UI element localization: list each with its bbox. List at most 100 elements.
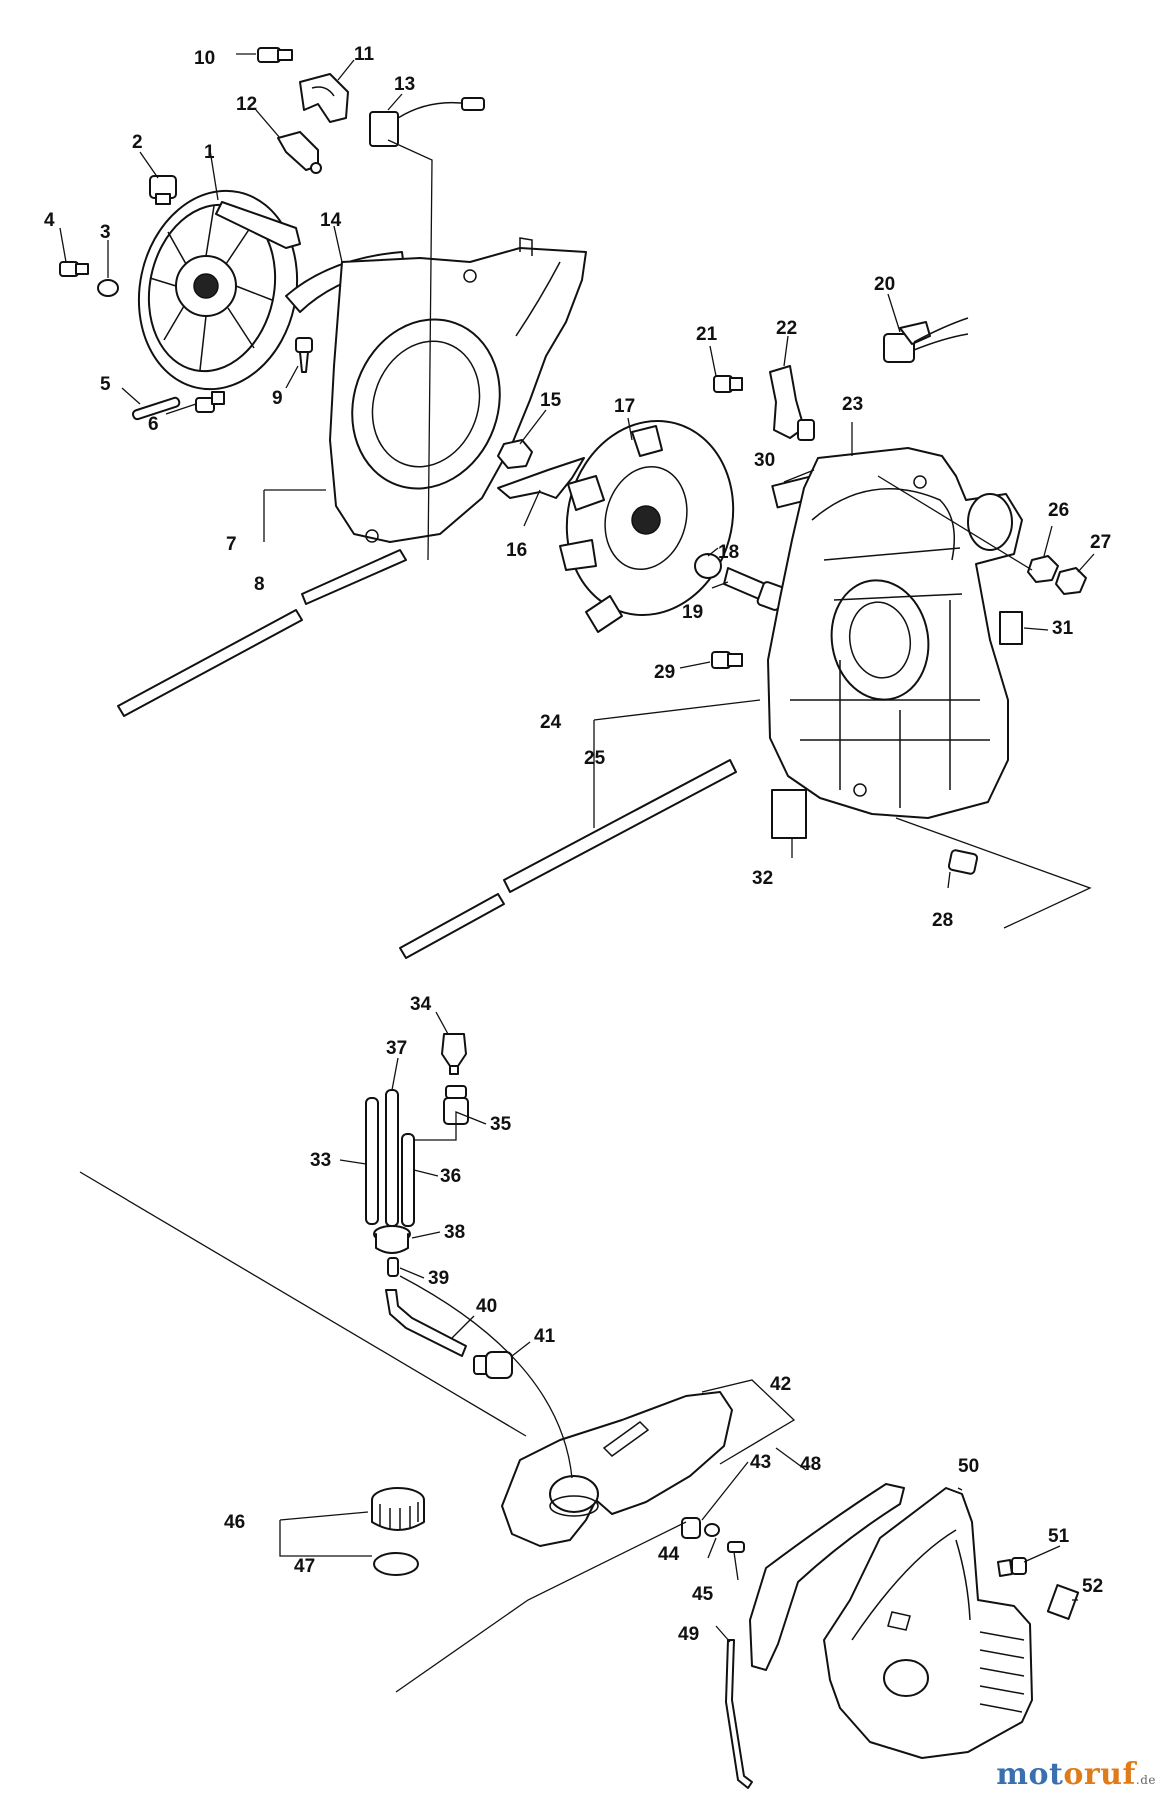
part-46-fuel-cap — [371, 1487, 425, 1531]
callout-18: 18 — [718, 542, 739, 563]
callout-33: 33 — [310, 1150, 331, 1171]
callout-48: 48 — [800, 1454, 821, 1475]
part-28-foot — [947, 849, 979, 875]
callout-39: 39 — [428, 1268, 449, 1289]
part-16-knife — [497, 457, 585, 499]
part-51-screw — [997, 1557, 1027, 1577]
callout-19: 19 — [682, 602, 703, 623]
part-10-bolt — [257, 47, 293, 63]
callout-13: 13 — [394, 74, 415, 95]
part-1-starter-cover — [137, 189, 301, 391]
callout-47: 47 — [294, 1556, 315, 1577]
callout-4: 4 — [44, 210, 55, 231]
watermark-suffix: .de — [1135, 1773, 1156, 1787]
callout-1: 1 — [204, 142, 215, 163]
part-50-handle-assembly — [823, 1487, 1033, 1759]
callout-28: 28 — [932, 910, 953, 931]
callout-7: 7 — [226, 534, 237, 555]
part-26-nut — [1027, 555, 1059, 583]
part-45-screw — [727, 1541, 745, 1553]
callout-16: 16 — [506, 540, 527, 561]
callout-44: 44 — [658, 1544, 680, 1565]
part-24-main-housing — [767, 447, 1023, 819]
part-9-screw — [295, 337, 313, 373]
part-52-label — [1046, 1584, 1080, 1620]
part-39-fitting — [387, 1257, 399, 1277]
part-29-bolt — [711, 651, 743, 669]
callout-14: 14 — [320, 210, 342, 231]
callout-49: 49 — [678, 1624, 699, 1645]
callout-35: 35 — [490, 1114, 512, 1135]
callout-9: 9 — [272, 388, 283, 409]
callout-29: 29 — [654, 662, 675, 683]
callout-27: 27 — [1090, 532, 1111, 553]
callout-50: 50 — [958, 1456, 979, 1477]
callout-2: 2 — [132, 132, 143, 153]
callout-38: 38 — [444, 1222, 465, 1243]
callout-15: 15 — [540, 390, 562, 411]
part-33-tube — [365, 1097, 379, 1225]
part-21-bolt — [713, 375, 743, 393]
part-36-tube — [401, 1133, 415, 1227]
watermark-logo: motoruf.de — [996, 1757, 1156, 1792]
callout-25: 25 — [584, 748, 606, 769]
callout-46: 46 — [224, 1512, 245, 1533]
part-35-fuel-filter — [443, 1085, 469, 1125]
callout-30: 30 — [754, 450, 775, 471]
part-25-seal-strip — [399, 759, 737, 959]
callout-22: 22 — [776, 318, 797, 339]
part-6-fitting — [195, 391, 225, 413]
part-13-switch — [369, 97, 485, 147]
part-38-grommet — [373, 1225, 411, 1254]
part-47-o-ring — [373, 1552, 419, 1576]
part-7-fan-cover — [329, 237, 587, 543]
part-40-hose — [385, 1289, 467, 1357]
callout-34: 34 — [410, 994, 432, 1015]
part-12-bracket — [277, 131, 322, 174]
part-11-clamp — [299, 73, 349, 123]
callout-52: 52 — [1082, 1576, 1103, 1597]
part-5-pin — [131, 396, 181, 421]
callout-24: 24 — [540, 712, 562, 733]
callout-5: 5 — [100, 374, 111, 395]
callout-51: 51 — [1048, 1526, 1070, 1547]
callout-labels: 10 11 13 12 2 1 4 3 14 5 9 6 7 8 15 16 1… — [44, 44, 1111, 1645]
part-42-fuel-tank — [501, 1391, 733, 1547]
callout-21: 21 — [696, 324, 718, 345]
part-32-label — [771, 789, 807, 839]
part-8-seal-strip — [117, 549, 407, 717]
callout-42: 42 — [770, 1374, 791, 1395]
part-34-fuel-filter — [441, 1033, 467, 1075]
callout-10: 10 — [194, 48, 215, 69]
part-4-screw — [59, 261, 89, 277]
part-3-washer — [97, 279, 119, 297]
callout-26: 26 — [1048, 500, 1069, 521]
part-17-fan — [559, 419, 735, 633]
callout-40: 40 — [476, 1296, 497, 1317]
callout-36: 36 — [440, 1166, 461, 1187]
part-15-nut — [497, 439, 533, 469]
part-49-rod — [725, 1639, 753, 1789]
callout-23: 23 — [842, 394, 863, 415]
callout-20: 20 — [874, 274, 895, 295]
watermark-brand-a: mot — [996, 1757, 1064, 1792]
part-2-knob — [149, 175, 177, 205]
callout-31: 31 — [1052, 618, 1074, 639]
part-22-plug-cap — [769, 365, 815, 441]
part-41-bushing — [473, 1351, 513, 1379]
leader-lines — [59, 53, 1095, 1693]
part-48-handle-cover — [749, 1483, 905, 1671]
callout-8: 8 — [254, 574, 265, 595]
part-20-connector — [883, 317, 969, 363]
part-18-washer — [694, 553, 722, 579]
callout-6: 6 — [148, 414, 159, 435]
callout-12: 12 — [236, 94, 257, 115]
callout-41: 41 — [534, 1326, 556, 1347]
callout-37: 37 — [386, 1038, 407, 1059]
callout-32: 32 — [752, 868, 773, 889]
part-27-nut — [1055, 567, 1087, 595]
part-44-washer — [704, 1523, 720, 1537]
callout-3: 3 — [100, 222, 111, 243]
part-37-tube — [385, 1089, 399, 1227]
